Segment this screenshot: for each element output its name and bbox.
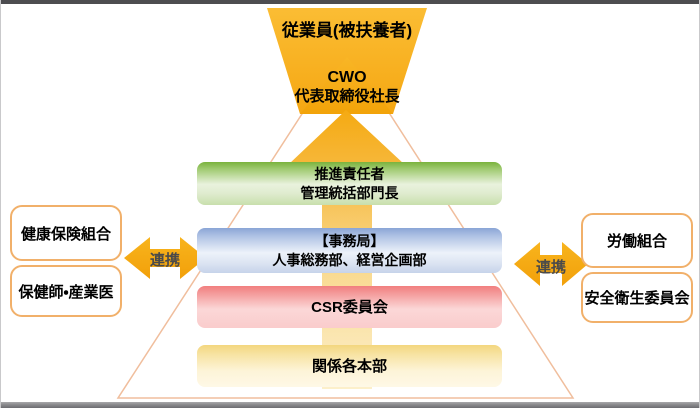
box-nurse-occupational-physician-label: 保健師・産業医: [18, 283, 114, 301]
link-arrow-left: [124, 237, 206, 279]
box-health-insurance-union: 健康保険組合: [10, 205, 122, 261]
cwo-label-line1: CWO: [327, 69, 367, 86]
level-secretariat-line1: 【事務局】: [314, 232, 385, 249]
frame-top-border: [1, 0, 699, 4]
link-label-right: 連携: [535, 259, 566, 276]
level-csr-committee: CSR委員会: [197, 286, 502, 328]
pyramid-outline: [116, 44, 575, 399]
level-csr-committee-line1: CSR委員会: [311, 298, 388, 316]
employees-label: 従業員(被扶養者): [281, 21, 413, 40]
box-labor-union: 労働組合: [581, 213, 693, 268]
level-secretariat-line2: 人事総務部、経営企画部: [272, 251, 427, 268]
level-related-headquarters: 関係各本部: [197, 345, 502, 387]
box-safety-health-committee: 安全衛生委員会: [581, 272, 693, 323]
level-promotion-leader-line2: 管理統括部門長: [300, 184, 399, 201]
level-secretariat: 【事務局】 人事総務部、経営企画部: [197, 228, 502, 273]
link-label-left: 連携: [149, 252, 180, 269]
cwo-label: CWO 代表取締役社長: [257, 68, 437, 106]
level-promotion-leader-line1: 推進責任者: [314, 165, 385, 182]
box-nurse-occupational-physician: 保健師・産業医: [10, 265, 122, 317]
cwo-label-line2: 代表取締役社長: [294, 88, 400, 105]
level-related-headquarters-line1: 関係各本部: [311, 357, 387, 375]
cwo-triangle-shape: [300, 57, 393, 114]
box-health-insurance-union-label: 健康保険組合: [20, 225, 111, 243]
link-arrow-right: [514, 242, 588, 286]
box-safety-health-committee-label: 安全衛生委員会: [584, 290, 690, 307]
frame-bottom-border: [1, 402, 699, 408]
level-promotion-leader: 推進責任者 管理統括部門長: [197, 162, 502, 205]
box-labor-union-label: 労働組合: [606, 233, 667, 250]
